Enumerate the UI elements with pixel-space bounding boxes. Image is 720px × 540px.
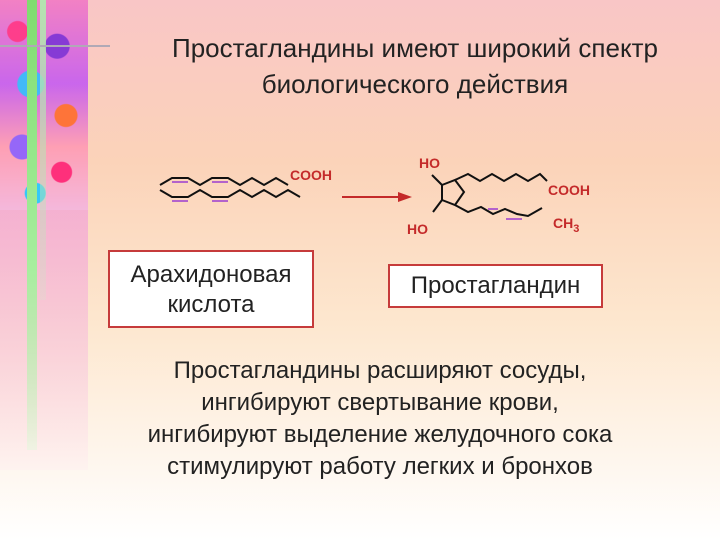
reaction-diagram: COOH HO HO COOH CH3 [159,155,590,237]
effects-line-4: стимулируют работу легких и бронхов [167,453,593,480]
prostaglandin-ch3-text: CH [553,215,573,231]
prostaglandin-label-box: Простагландин [388,264,603,308]
arachidonic-acid-structure [159,176,301,202]
prostaglandin-cooh-label: COOH [548,182,590,198]
prostaglandin-ho-bottom-label: HO [407,221,428,237]
arachidonic-acid-label-box: Арахидоновая кислота [108,250,314,328]
prostaglandin-label: Простагландин [410,272,581,299]
decorative-green-bar [27,0,37,450]
effects-line-1: Простагландины расширяют сосуды, [173,357,587,384]
decorative-green-bar-thin [40,0,46,300]
effects-text: Простагландины расширяют сосуды, ингибир… [90,355,670,483]
effects-line-2: ингибируют свертывание крови, [201,389,559,416]
reaction-arrow [342,192,412,202]
arachidonic-acid-label-line-2: кислота [167,291,255,318]
effects-line-3: ингибируют выделение желудочного сока [147,421,613,448]
prostaglandin-ch3-subscript: 3 [573,223,579,235]
title-line-1: Простагландины имеют широкий спектр [172,33,658,63]
slide-title: Простагландины имеют широкий спектр биол… [110,30,720,102]
prostaglandin-structure [431,172,548,220]
prostaglandin-ho-top-label: HO [419,155,440,171]
arachidonic-acid-label-line-1: Арахидоновая [130,261,292,288]
prostaglandin-ch3-label: CH3 [553,215,579,235]
arachidonic-acid-cooh-label: COOH [290,167,332,183]
title-line-2: биологического действия [261,69,569,99]
decorative-gray-line [0,45,110,47]
